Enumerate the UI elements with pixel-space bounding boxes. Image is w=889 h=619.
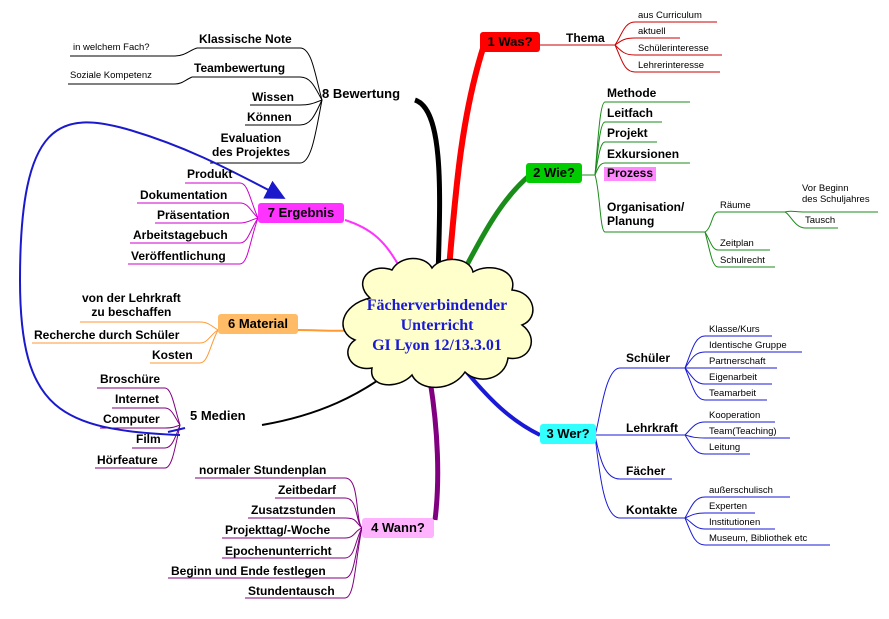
material-branches xyxy=(32,321,219,364)
node-material[interactable]: 6 Material xyxy=(218,314,298,334)
node-wer[interactable]: 3 Wer? xyxy=(540,424,596,444)
wie-item: Exkursionen xyxy=(607,147,680,161)
center-line-2: Unterricht xyxy=(400,317,474,334)
node-wie[interactable]: 2 Wie? xyxy=(526,163,582,183)
ergebnis-item: Dokumentation xyxy=(140,188,228,202)
link-arrow xyxy=(18,121,286,436)
wann-item: Stundentausch xyxy=(248,584,335,598)
node-wann[interactable]: 4 Wann? xyxy=(362,518,434,538)
wie-schulrecht: Schulrecht xyxy=(720,255,765,266)
wann-item: Epochenunterricht xyxy=(225,544,332,558)
bewertung-evaluation: Evaluation des Projektes xyxy=(212,131,291,160)
wie-branches xyxy=(582,101,878,268)
kontakte-item: außerschulisch xyxy=(709,485,773,496)
schueler-item: Teamarbeit xyxy=(709,388,756,399)
wer-lehrkraft: Lehrkraft xyxy=(626,421,679,435)
bewertung-branches xyxy=(68,47,323,164)
node-ergebnis[interactable]: 7 Ergebnis xyxy=(258,203,344,223)
kontakte-item: Experten xyxy=(709,501,748,512)
wie-organisation: Organisation/ Planung xyxy=(607,200,685,229)
material-line-1: von der Lehrkraft xyxy=(82,291,181,305)
material-item-2: Recherche durch Schüler xyxy=(34,328,180,342)
ergebnis-item: Arbeitstagebuch xyxy=(133,228,228,242)
node-bewertung[interactable]: 8 Bewertung xyxy=(322,86,401,101)
vor-line-1: Vor Beginn xyxy=(802,183,849,194)
material-line-2: zu beschaffen xyxy=(91,304,172,319)
medien-item: Computer xyxy=(103,412,160,426)
kontakte-item: Institutionen xyxy=(709,517,761,528)
wann-item: Zusatzstunden xyxy=(251,503,336,517)
trunk-was xyxy=(445,44,487,281)
wie-vor-beginn: Vor Beginn des Schuljahres xyxy=(802,183,870,206)
eval-line-2: des Projektes xyxy=(212,144,291,159)
org-line-1: Organisation/ xyxy=(607,200,685,214)
center-cloud xyxy=(342,257,534,389)
was-item: Lehrerinteresse xyxy=(638,60,705,71)
wie-tausch: Tausch xyxy=(805,215,836,226)
was-item: aktuell xyxy=(638,26,666,37)
wann-item: Zeitbedarf xyxy=(278,483,337,497)
eval-line-1: Evaluation xyxy=(220,131,282,145)
bewertung-wissen: Wissen xyxy=(252,90,294,104)
was-item: Schülerinteresse xyxy=(638,43,709,54)
center-title: Fächerverbindender Unterricht GI Lyon 12… xyxy=(342,296,532,356)
lehrkraft-item: Team(Teaching) xyxy=(709,426,777,437)
material-item-3: Kosten xyxy=(152,348,193,362)
schueler-item: Eigenarbeit xyxy=(709,372,758,383)
vor-line-2: des Schuljahres xyxy=(802,193,870,205)
node-was[interactable]: 1 Was? xyxy=(480,32,540,52)
medien-item: Broschüre xyxy=(100,372,161,386)
trunk-bewertung xyxy=(413,97,443,279)
bewertung-fach: in welchem Fach? xyxy=(73,42,150,53)
ergebnis-item: Produkt xyxy=(187,167,233,181)
wie-prozess: Prozess xyxy=(604,166,657,181)
medien-item: Internet xyxy=(115,392,160,406)
was-item: aus Curriculum xyxy=(638,10,702,21)
center-line-3: GI Lyon 12/13.3.01 xyxy=(372,337,502,354)
wer-faecher: Fächer xyxy=(626,464,666,478)
wer-schueler: Schüler xyxy=(626,351,671,365)
wann-item: Beginn und Ende festlegen xyxy=(171,564,326,578)
node-medien[interactable]: 5 Medien xyxy=(190,408,246,423)
wie-item: Methode xyxy=(607,86,657,100)
lehrkraft-item: Leitung xyxy=(709,442,741,453)
trunk-wann xyxy=(427,379,441,521)
ergebnis-item: Veröffentlichung xyxy=(131,249,226,263)
wer-branches xyxy=(594,335,830,546)
was-thema: Thema xyxy=(566,31,605,45)
wie-item: Projekt xyxy=(607,126,648,140)
schueler-item: Identische Gruppe xyxy=(709,340,787,351)
trunk-wer xyxy=(463,368,541,437)
ergebnis-branches xyxy=(128,182,259,265)
schueler-item: Partnerschaft xyxy=(709,356,766,367)
medien-branches xyxy=(95,387,181,469)
bewertung-koennen: Können xyxy=(247,110,292,124)
medien-item: Hörfeature xyxy=(97,453,158,467)
bewertung-klassische: Klassische Note xyxy=(199,32,292,46)
material-item-1: von der Lehrkraft zu beschaffen xyxy=(82,291,181,320)
was-branches xyxy=(540,21,722,73)
ergebnis-item: Präsentation xyxy=(157,208,230,222)
kontakte-item: Museum, Bibliothek etc xyxy=(709,533,808,544)
wie-raeume: Räume xyxy=(720,200,751,211)
schueler-item: Klasse/Kurs xyxy=(709,324,760,335)
trunk-ergebnis xyxy=(344,219,401,269)
lehrkraft-item: Kooperation xyxy=(709,410,761,421)
bewertung-team: Teambewertung xyxy=(194,61,286,75)
wer-kontakte: Kontakte xyxy=(626,503,678,517)
wie-item: Leitfach xyxy=(607,106,654,120)
medien-item: Film xyxy=(136,432,161,446)
bewertung-sozial: Soziale Kompetenz xyxy=(70,70,152,81)
center-line-1: Fächerverbindender xyxy=(366,297,508,314)
wie-zeitplan: Zeitplan xyxy=(720,238,754,249)
wann-item: normaler Stundenplan xyxy=(199,463,327,477)
wann-branches xyxy=(168,477,363,599)
org-line-2: Planung xyxy=(607,213,655,228)
wann-item: Projekttag/-Woche xyxy=(225,523,331,537)
